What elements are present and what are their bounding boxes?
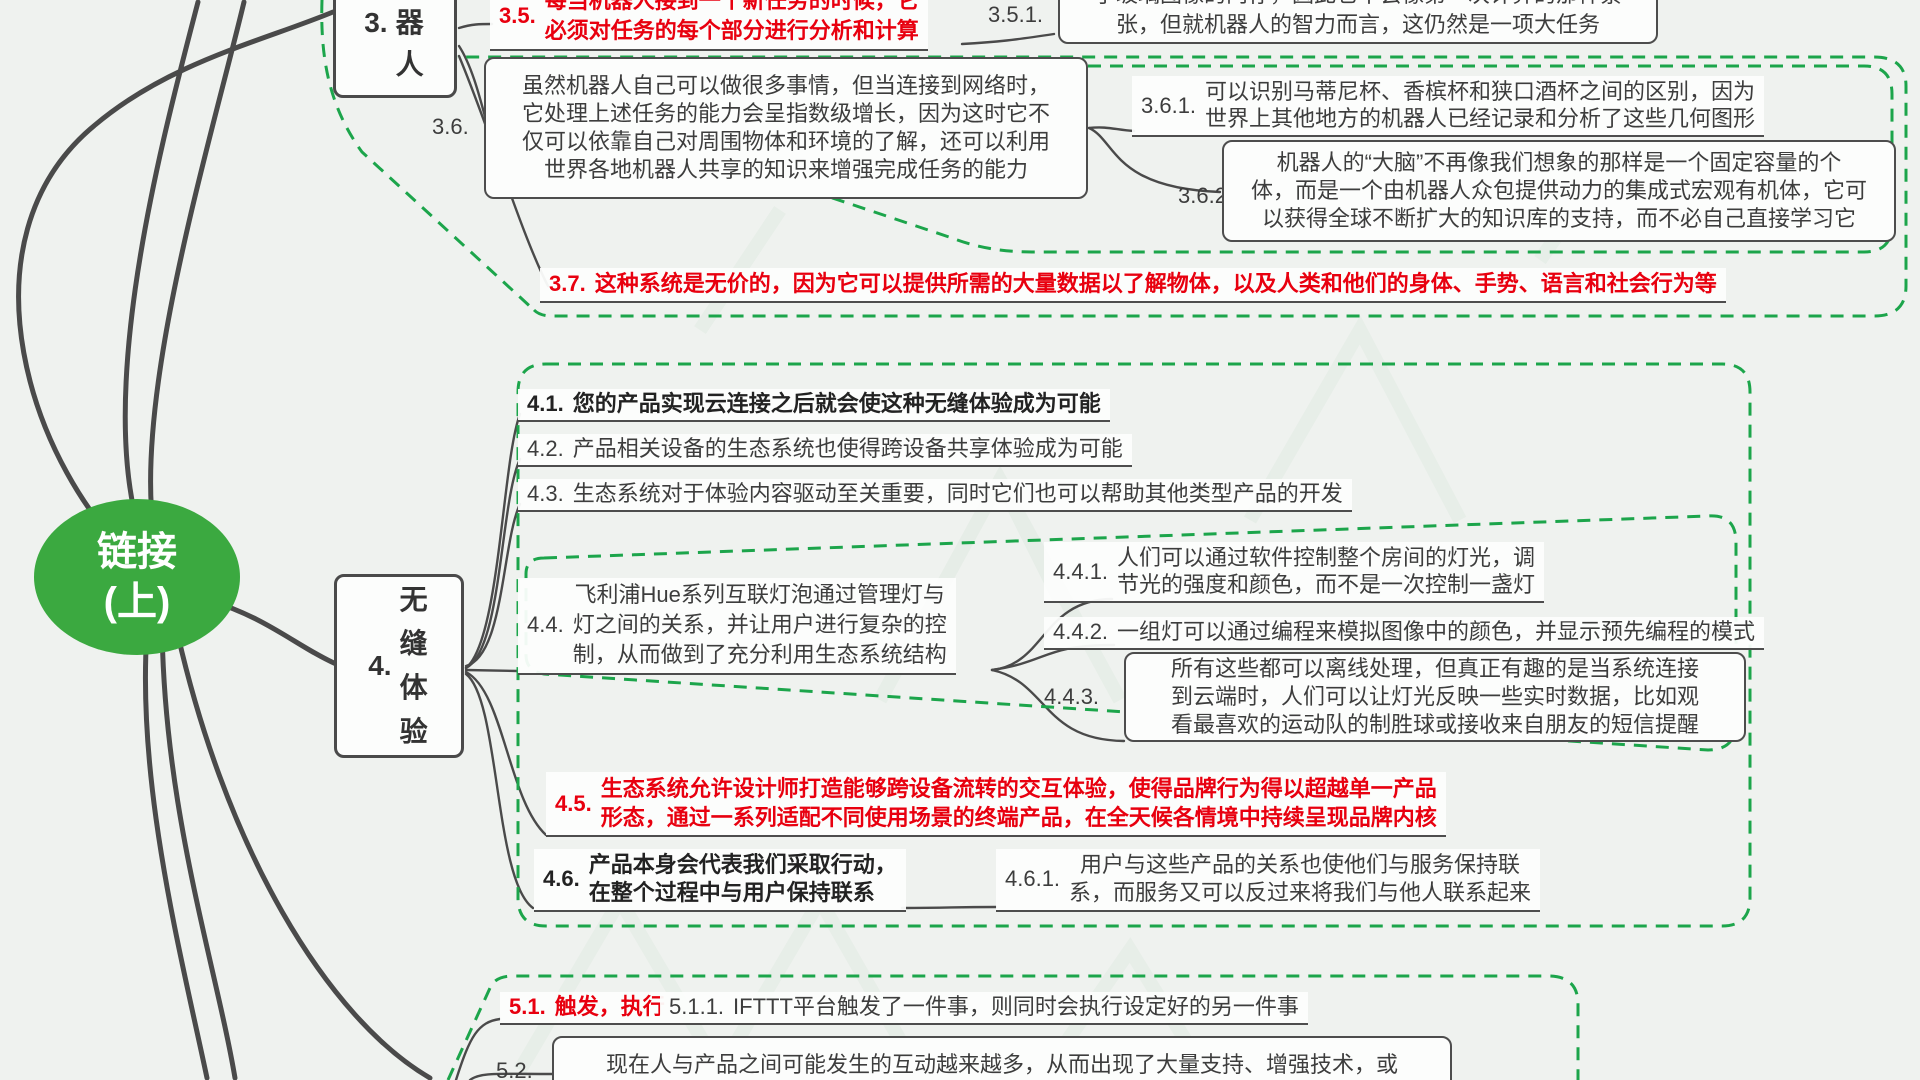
topic-4-4[interactable]: 4.4. 飞利浦Hue系列互联灯泡通过管理灯与 灯之间的关系，并让用户进行复杂的… — [518, 578, 956, 675]
topic-4-4-number: 4.4. — [527, 612, 564, 637]
topic-4-1[interactable]: 4.1. 您的产品实现云连接之后就会使这种无缝体验成为可能 — [518, 389, 1110, 422]
topic-3-6-1[interactable]: 3.6.1. 可以识别马蒂尼杯、香槟杯和狭口酒杯之间的区别，因为 世界上其他地方… — [1132, 76, 1765, 137]
topic-5-1[interactable]: 5.1. 触发，执行 — [500, 992, 674, 1025]
topic-5-2-text: 现在人与产品之间可能发生的互动越来越多，从而出现了大量支持、增强技术，或 — [605, 1052, 1398, 1077]
node-3-number: 3. — [364, 7, 388, 38]
topic-5-1-text: 触发，执行 — [554, 994, 665, 1019]
topic-3-6-2-text: 以获得全球不断扩大的知识库的支持，而不必自己直接学习它 — [1261, 206, 1856, 231]
topic-4-4-3-text: 到云端时，人们可以让灯光反映一些实时数据，比如观 — [1170, 684, 1699, 709]
topic-4-6-text: 在整个过程中与用户保持联系 — [588, 880, 875, 905]
topic-4-4-1-text: 人们可以通过软件控制整个房间的灯光，调 — [1117, 545, 1536, 570]
topic-4-4-text: 飞利浦Hue系列互联灯泡通过管理灯与 — [574, 582, 945, 607]
topic-4-6-1-text: 用户与这些产品的关系也使他们与服务保持联 — [1080, 852, 1521, 877]
node-4-number: 4. — [368, 650, 392, 681]
topic-5-1-1[interactable]: 5.1.1. IFTTT平台触发了一件事，则同时会执行设定好的另一件事 — [660, 992, 1308, 1025]
topic-3-6-1-text: 可以识别马蒂尼杯、香槟杯和狭口酒杯之间的区别，因为 — [1205, 79, 1756, 104]
topic-4-3-text: 生态系统对于体验内容驱动至关重要，同时它们也可以帮助其他类型产品的开发 — [572, 481, 1343, 506]
topic-3-6-2-text: 机器人的“大脑”不再像我们想象的那样是一个固定容量的个 — [1276, 150, 1842, 175]
topic-4-4-3-text: 所有这些都可以离线处理，但真正有趣的是当系统连接 — [1170, 656, 1699, 681]
topic-3-6-text: 世界各地机器人共享的知识来增强完成任务的能力 — [543, 157, 1028, 182]
topic-4-2-text: 产品相关设备的生态系统也使得跨设备共享体验成为可能 — [572, 436, 1123, 461]
topic-4-2[interactable]: 4.2. 产品相关设备的生态系统也使得跨设备共享体验成为可能 — [518, 434, 1132, 467]
node-4-label: 无缝体验 — [399, 584, 428, 747]
topic-5-1-number: 5.1. — [509, 994, 546, 1019]
topic-3-5[interactable]: 3.5. 每当机器人接到一个新任务的时候，它 必须对任务的每个部分进行分析和计算 — [490, 0, 928, 51]
topic-4-6-1-text: 系，而服务又可以反过来将我们与他人联系起来 — [1069, 880, 1532, 905]
topic-4-4-text: 灯之间的关系，并让用户进行复杂的控 — [572, 612, 947, 637]
topic-4-4-1-text: 节光的强度和颜色，而不是一次控制一盏灯 — [1117, 572, 1536, 597]
topic-4-4-3[interactable]: 所有这些都可以离线处理，但真正有趣的是当系统连接 到云端时，人们可以让灯光反映一… — [1124, 652, 1746, 742]
topic-4-3-number: 4.3. — [527, 481, 564, 506]
topic-4-4-3-text: 看最喜欢的运动队的制胜球或接收来自朋友的短信提醒 — [1170, 712, 1699, 737]
topic-4-6-1[interactable]: 4.6.1. 用户与这些产品的关系也使他们与服务保持联 系，而服务又可以反过来将… — [996, 849, 1541, 912]
topic-3-6[interactable]: 虽然机器人自己可以做很多事情，但当连接到网络时， 它处理上述任务的能力会呈指数级… — [484, 57, 1088, 199]
topic-3-5-text: 必须对任务的每个部分进行分析和计算 — [544, 18, 919, 43]
root-node[interactable]: 链接 (上) — [34, 499, 240, 655]
topic-4-4-text: 制，从而做到了充分利用生态系统结构 — [572, 642, 947, 667]
topic-4-6[interactable]: 4.6. 产品本身会代表我们采取行动， 在整个过程中与用户保持联系 — [534, 849, 906, 912]
topic-4-5[interactable]: 4.5. 生态系统允许设计师打造能够跨设备流转的交互体验，使得品牌行为得以超越单… — [546, 772, 1446, 837]
topic-3-5-number: 3.5. — [499, 3, 536, 28]
topic-4-4-2-number: 4.4.2. — [1053, 619, 1109, 644]
topic-5-2-number: 5.2. — [496, 1058, 533, 1080]
topic-3-5-1-text: 了玻璃图像的内存，因此它不会像第一次计算的那样紧 — [1094, 0, 1622, 10]
topic-4-2-number: 4.2. — [527, 436, 564, 461]
topic-4-4-2-text: 一组灯可以通过编程来模拟图像中的颜色，并显示预先编程的模式 — [1117, 619, 1756, 644]
topic-4-5-text: 生态系统允许设计师打造能够跨设备流转的交互体验，使得品牌行为得以超越单一产品 — [600, 776, 1437, 801]
topic-3-5-1-number: 3.5.1. — [988, 2, 1044, 27]
topic-3-5-1[interactable]: 了玻璃图像的内存，因此它不会像第一次计算的那样紧 张，但就机器人的智力而言，这仍… — [1058, 0, 1658, 44]
node-3-label: 机器人 — [395, 7, 424, 80]
topic-4-1-number: 4.1. — [527, 391, 564, 416]
topic-5-1-1-text: IFTTT平台触发了一件事，则同时会执行设定好的另一件事 — [733, 994, 1299, 1019]
topic-4-6-number: 4.6. — [543, 866, 580, 891]
root-label-line2: (上) — [103, 580, 171, 624]
topic-4-4-1[interactable]: 4.4.1. 人们可以通过软件控制整个房间的灯光，调 节光的强度和颜色，而不是一… — [1044, 542, 1545, 603]
topic-4-3[interactable]: 4.3. 生态系统对于体验内容驱动至关重要，同时它们也可以帮助其他类型产品的开发 — [518, 479, 1352, 512]
topic-4-4-1-number: 4.4.1. — [1053, 558, 1109, 584]
topic-4-6-text: 产品本身会代表我们采取行动， — [588, 852, 897, 877]
topic-3-6-text: 仅可以依靠自己对周围物体和环境的了解，还可以利用 — [521, 129, 1050, 154]
topic-4-1-text: 您的产品实现云连接之后就会使这种无缝体验成为可能 — [572, 391, 1101, 416]
topic-3-6-2[interactable]: 机器人的“大脑”不再像我们想象的那样是一个固定容量的个 体，而是一个由机器人众包… — [1222, 140, 1896, 242]
topic-4-5-number: 4.5. — [555, 790, 592, 816]
topic-3-5-1-text: 张，但就机器人的智力而言，这仍然是一项大任务 — [1115, 12, 1600, 37]
group-boundaries — [320, 0, 1908, 1080]
topic-5-2[interactable]: 现在人与产品之间可能发生的互动越来越多，从而出现了大量支持、增强技术，或 是其他… — [552, 1036, 1452, 1080]
topic-3-7-text: 这种系统是无价的，因为它可以提供所需的大量数据以了解物体，以及人类和他们的身体、… — [594, 271, 1717, 296]
topic-3-6-text: 虽然机器人自己可以做很多事情，但当连接到网络时， — [521, 73, 1050, 98]
topic-3-6-2-text: 体，而是一个由机器人众包提供动力的集成式宏观有机体，它可 — [1250, 178, 1867, 203]
topic-3-7[interactable]: 3.7. 这种系统是无价的，因为它可以提供所需的大量数据以了解物体，以及人类和他… — [540, 268, 1726, 303]
node-4-seamless[interactable]: 4. 无缝体验 — [334, 574, 464, 758]
topic-3-5-text: 每当机器人接到一个新任务的时候，它 — [544, 0, 919, 13]
topic-4-4-3-number: 4.4.3. — [1044, 684, 1100, 709]
topic-3-6-text: 它处理上述任务的能力会呈指数级增长，因为这时它不 — [521, 101, 1050, 126]
root-label-line1: 链接 — [97, 530, 177, 574]
topic-3-6-number: 3.6. — [432, 114, 469, 139]
node-3-robot[interactable]: 3. 机器人 — [333, 0, 457, 98]
topic-4-5-text: 形态，通过一系列适配不同使用场景的终端产品，在全天候各情境中持续呈现品牌内核 — [600, 805, 1437, 830]
topic-3-7-number: 3.7. — [549, 271, 586, 296]
topic-5-1-1-number: 5.1.1. — [669, 994, 725, 1019]
topic-4-6-1-number: 4.6.1. — [1005, 866, 1061, 891]
topic-3-6-1-text: 世界上其他地方的机器人已经记录和分析了这些几何图形 — [1205, 106, 1756, 131]
topic-4-4-2[interactable]: 4.4.2. 一组灯可以通过编程来模拟图像中的颜色，并显示预先编程的模式 — [1044, 617, 1765, 650]
topic-3-6-1-number: 3.6.1. — [1141, 92, 1197, 118]
